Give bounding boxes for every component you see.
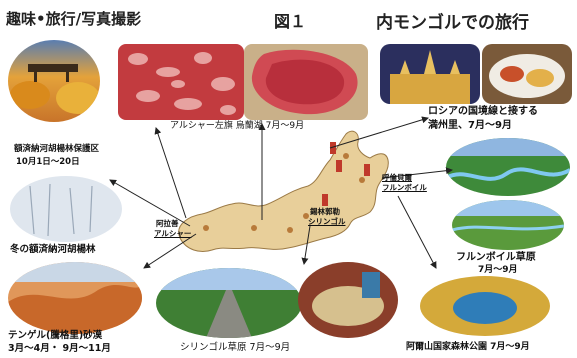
photo-food: [482, 44, 572, 104]
label-hulunbuir-grassland-2: 7月～9月: [478, 265, 518, 275]
photo-ejina-autumn: [8, 40, 100, 122]
label-alxa-city-2: アルシャー: [154, 229, 192, 238]
header-center-title: 図１: [274, 12, 307, 31]
photo-mongolian-food: [298, 262, 398, 338]
label-ejina-reserve-2: 10月1日～20日: [16, 157, 80, 167]
label-hulunbuir-city-2: フルンボイル: [382, 183, 427, 192]
label-hulunbuir-city-1: 呼倫貝爾: [382, 173, 412, 182]
header-right-title: 内モンゴルでの旅行: [376, 13, 529, 33]
label-tengger-2: 3月～4月・ 9月～11月: [8, 343, 111, 354]
photo-manzhouli: [380, 44, 480, 104]
photo-xilingol-grassland: [156, 268, 302, 338]
label-xilingol-city-1: 錫林郭勒: [310, 207, 340, 216]
label-manzhouli-2: 満州里、7月～9月: [428, 120, 512, 131]
label-alxa-city-1: 阿拉善: [156, 219, 179, 228]
label-xilingol-city-2: シリンゴル: [308, 217, 346, 226]
label-winter-ejina: 冬の額済納河胡楊林: [10, 244, 96, 255]
photo-ejina-winter: [10, 176, 122, 242]
label-alxa-lake: アルシャー左旗 烏蘭湖 7月～9月: [170, 121, 305, 131]
photo-hulunbuir-river: [446, 138, 570, 196]
label-manzhouli-1: ロシアの国境線と接する: [428, 106, 538, 117]
label-arxan-park: 阿爾山国家森林公園 7月～9月: [406, 342, 530, 352]
photo-red-lake-aerial: [244, 44, 368, 120]
label-xilingol-grassland: シリンゴル草原 7月～9月: [180, 342, 291, 353]
label-hulunbuir-grassland-1: フルンボイル草原: [456, 252, 536, 263]
photo-arxan-lake: [420, 276, 550, 336]
label-ejina-reserve-1: 額済納河胡楊林保護区: [14, 144, 100, 154]
label-tengger-1: テンゲル(騰格里)砂漠: [8, 330, 103, 341]
photo-tengger-desert: [8, 262, 142, 334]
header-left-title: 趣味•旅行/写真撮影: [6, 10, 142, 28]
map-inner-mongolia: [150, 120, 430, 280]
photo-hulunbuir-grassland: [452, 200, 564, 250]
photo-red-lake-left: [118, 44, 244, 120]
